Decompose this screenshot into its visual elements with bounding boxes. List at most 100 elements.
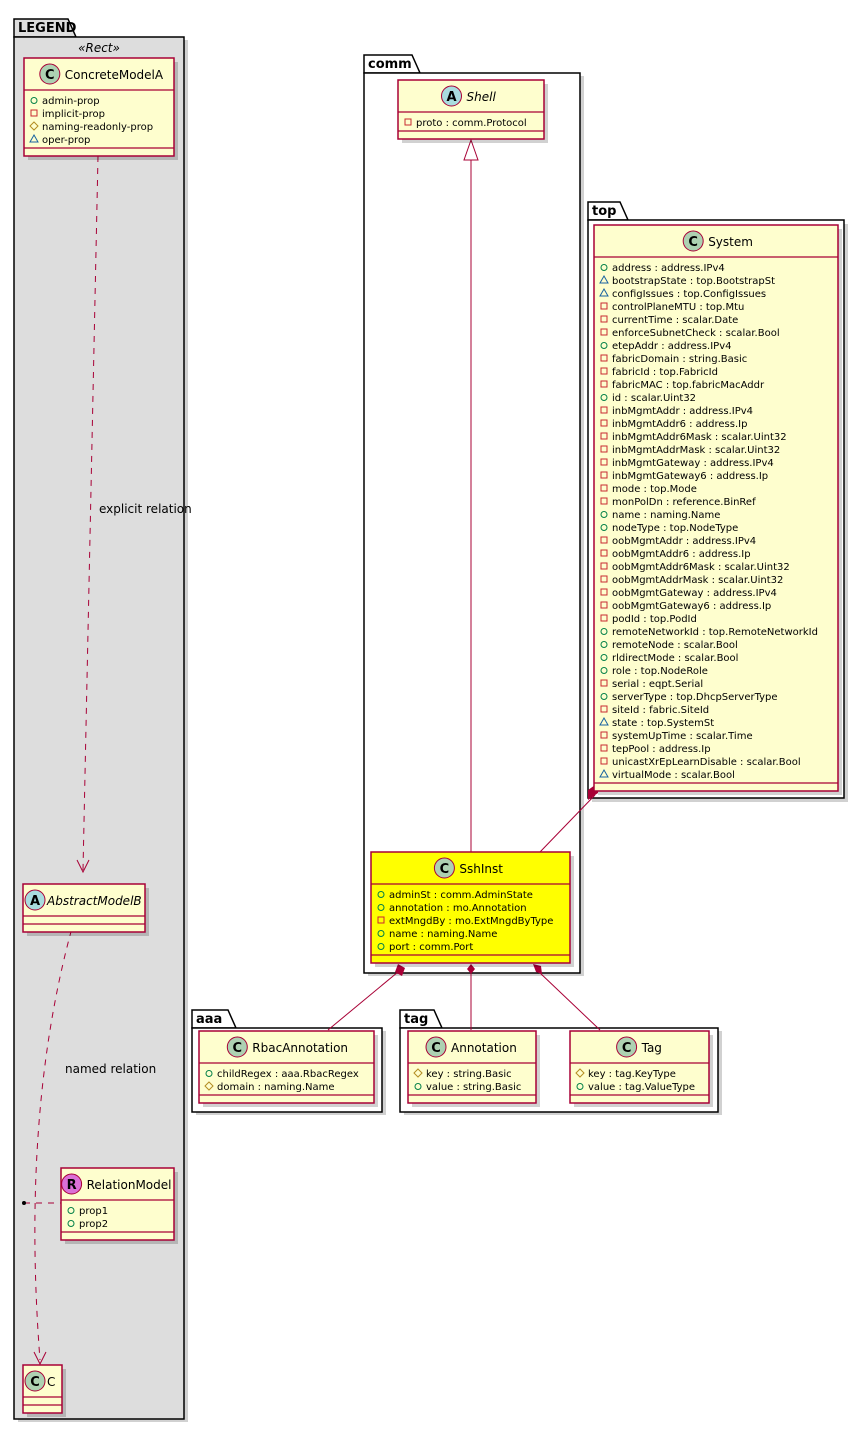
- class-attribute: state : top.SystemSt: [612, 718, 714, 729]
- public-circle-icon: [600, 628, 608, 635]
- private-square-icon: [600, 757, 608, 765]
- class-attribute: inbMgmtAddr6Mask : scalar.Uint32: [612, 432, 787, 443]
- abstract-a-icon: [441, 85, 462, 107]
- class-name: System: [708, 235, 753, 249]
- public-circle-icon: [30, 97, 38, 104]
- class-attribute: adminSt : comm.AdminState: [389, 890, 533, 901]
- public-circle-icon: [576, 1083, 584, 1090]
- class-attribute: oobMgmtAddr6Mask : scalar.Uint32: [612, 562, 790, 573]
- private-square-icon: [600, 679, 608, 687]
- arrowhead-named-relation: [33, 1351, 47, 1366]
- class-attribute: value : tag.ValueType: [588, 1082, 695, 1093]
- class-attribute: unicastXrEpLearnDisable : scalar.Bool: [612, 757, 801, 768]
- private-square-icon: [600, 705, 608, 713]
- class-name: RbacAnnotation: [252, 1041, 348, 1055]
- class-attribute: controlPlaneMTU : top.Mtu: [612, 302, 744, 313]
- class-c-icon: [24, 1370, 46, 1392]
- class-attribute: port : comm.Port: [389, 942, 473, 953]
- public-circle-icon: [205, 1070, 213, 1077]
- private-square-icon: [600, 744, 608, 752]
- public-circle-icon: [600, 693, 608, 700]
- class-c-icon: [682, 230, 704, 252]
- class-attribute: extMngdBy : mo.ExtMngdByType: [389, 916, 553, 927]
- class-attribute: inbMgmtGateway : address.IPv4: [612, 458, 774, 469]
- class-kind-letter: C: [440, 862, 450, 877]
- class-attribute: prop1: [79, 1206, 108, 1217]
- private-square-icon: [600, 731, 608, 739]
- class-attribute: address : address.IPv4: [612, 263, 725, 274]
- public-circle-icon: [377, 930, 385, 937]
- class-attribute: value : string.Basic: [426, 1082, 521, 1093]
- class-attribute: rldirectMode : scalar.Bool: [612, 653, 738, 664]
- class-attribute: fabricMAC : top.fabricMacAddr: [612, 380, 765, 391]
- class-kind-letter: C: [45, 68, 55, 83]
- edge-named-relation: [34, 906, 79, 1361]
- private-square-icon: [600, 445, 608, 453]
- class-attribute: tepPool : address.Ip: [612, 744, 711, 755]
- protected-diamond-icon: [204, 1081, 214, 1091]
- public-circle-icon: [377, 943, 385, 950]
- class-attribute: serverType : top.DhcpServerType: [612, 692, 778, 703]
- composition-diamond-icon: [533, 964, 542, 974]
- class-concrete-model-a[interactable]: ConcreteModelACadmin-propimplicit-propna…: [23, 57, 178, 160]
- class-c-icon: [616, 1036, 638, 1058]
- class-name: Shell: [467, 90, 497, 104]
- class-attribute: key : tag.KeyType: [588, 1069, 676, 1080]
- class-attribute: oobMgmtGateway : address.IPv4: [612, 588, 777, 599]
- class-attribute: prop2: [79, 1219, 108, 1230]
- label-named-relation: named relation: [65, 1062, 156, 1076]
- label-explicit-relation: explicit relation: [99, 502, 192, 516]
- class-attribute: currentTime : scalar.Date: [612, 315, 738, 326]
- class-attribute: etepAddr : address.IPv4: [612, 341, 732, 352]
- edge-sshinst-tag: [538, 971, 601, 1031]
- edge-sshinst-rbac: [327, 971, 399, 1031]
- class-attribute: childRegex : aaa.RbacRegex: [217, 1069, 359, 1080]
- private-square-icon: [600, 562, 608, 570]
- arrowhead-explicit-relation: [76, 859, 90, 874]
- class-attribute: inbMgmtGateway6 : address.Ip: [612, 471, 768, 482]
- class-attribute: annotation : mo.Annotation: [389, 903, 527, 914]
- class-kind-letter: C: [30, 1375, 40, 1390]
- class-attribute: oobMgmtAddr : address.IPv4: [612, 536, 756, 547]
- private-square-icon: [404, 118, 412, 126]
- package-triangle-icon: [599, 716, 609, 726]
- edge-system-sshinst: [539, 794, 596, 853]
- private-square-icon: [600, 419, 608, 427]
- package-triangle-icon: [29, 133, 39, 143]
- class-attribute: inbMgmtAddr6 : address.Ip: [612, 419, 747, 430]
- class-attribute: proto : comm.Protocol: [416, 118, 527, 129]
- class-attribute: oobMgmtAddrMask : scalar.Uint32: [612, 575, 783, 586]
- package-comm-name: comm: [368, 57, 412, 72]
- classes: ConcreteModelACadmin-propimplicit-propna…: [22, 57, 842, 1417]
- private-square-icon: [600, 614, 608, 622]
- public-circle-icon: [600, 511, 608, 518]
- class-attribute: inbMgmtAddr : address.IPv4: [612, 406, 753, 417]
- package-top-name: top: [592, 204, 616, 219]
- class-attribute: oobMgmtGateway6 : address.Ip: [612, 601, 771, 612]
- class-c[interactable]: CC: [22, 1364, 66, 1417]
- package-triangle-icon: [599, 768, 609, 778]
- class-attribute: remoteNode : scalar.Bool: [612, 640, 738, 651]
- association-point: [22, 1201, 26, 1205]
- class-attribute: fabricDomain : string.Basic: [612, 354, 747, 365]
- class-attribute: domain : naming.Name: [217, 1082, 335, 1093]
- class-attribute: monPolDn : reference.BinRef: [612, 497, 756, 508]
- class-kind-letter: R: [67, 1178, 77, 1193]
- public-circle-icon: [67, 1207, 75, 1214]
- public-circle-icon: [600, 524, 608, 531]
- class-name: ConcreteModelA: [65, 68, 164, 82]
- package-legend-name: LEGEND: [18, 21, 77, 36]
- private-square-icon: [600, 328, 608, 336]
- private-square-icon: [600, 484, 608, 492]
- class-kind-letter: C: [431, 1041, 441, 1056]
- private-square-icon: [600, 315, 608, 323]
- class-attribute: key : string.Basic: [426, 1069, 512, 1080]
